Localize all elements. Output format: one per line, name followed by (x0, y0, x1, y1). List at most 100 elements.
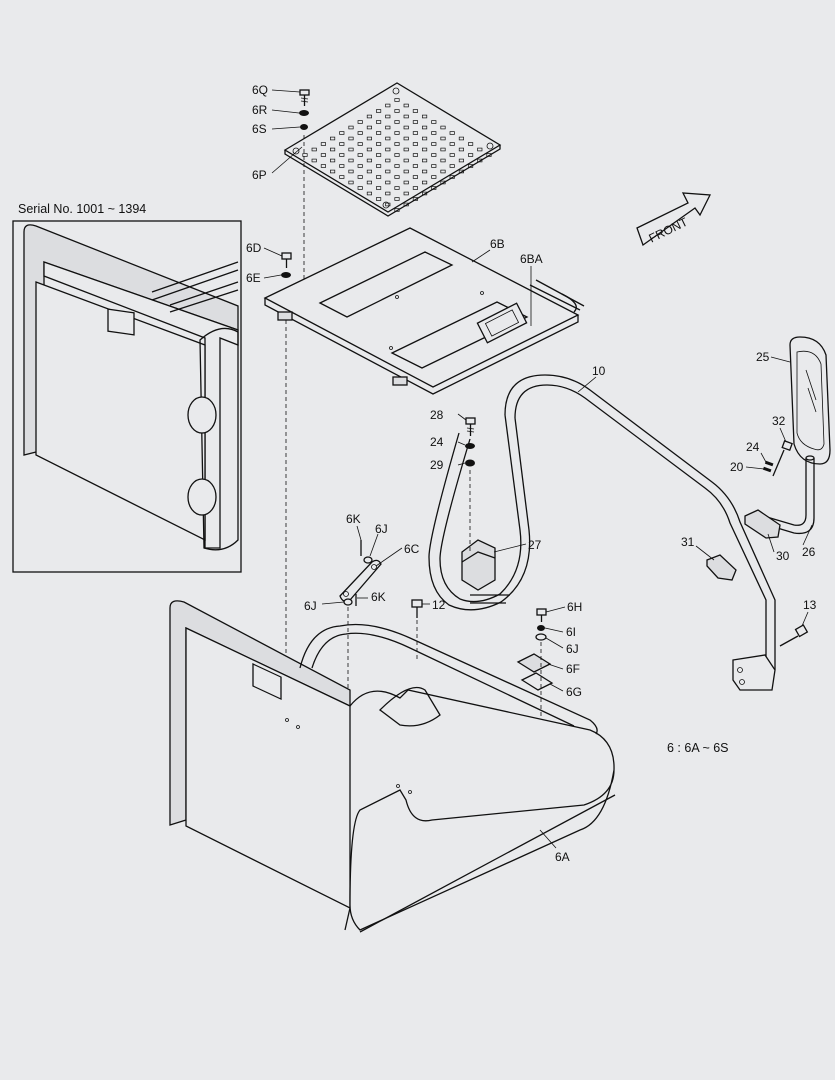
bolt-28 (465, 417, 476, 436)
plate-perforation (440, 125, 446, 130)
callout-13: 13 (803, 598, 817, 612)
callout-28: 28 (430, 408, 444, 422)
plate-perforation (403, 103, 409, 108)
plate-perforation (422, 158, 428, 163)
callout-6BA: 6BA (520, 252, 543, 266)
plate-perforation (357, 164, 363, 168)
bolt-6Q (299, 89, 310, 106)
link-6C (339, 559, 382, 602)
callout-6A: 6A (555, 850, 570, 864)
washer-6J-bottom (343, 598, 353, 606)
bolt-13 (779, 624, 809, 647)
plate-perforation (403, 202, 409, 207)
plate-perforation (449, 164, 455, 168)
plate-perforation (376, 197, 382, 201)
plate-perforation (376, 131, 382, 135)
plate-perforation (376, 164, 382, 168)
callout-6Q: 6Q (252, 83, 268, 97)
cover-plate-6B (263, 227, 585, 395)
callout-6Jc: 6J (566, 642, 579, 656)
plate-perforation (366, 169, 372, 174)
plate-perforation (394, 197, 400, 201)
plate-perforation (339, 142, 345, 146)
plate-perforation (348, 169, 354, 174)
plate-perforation (458, 147, 464, 152)
plate-perforation (468, 142, 474, 146)
plate-perforation (311, 158, 317, 163)
callout-25: 25 (756, 350, 770, 364)
callout-6G: 6G (566, 685, 582, 699)
plate-perforation (394, 153, 400, 157)
mirror-25 (789, 336, 831, 465)
callout-6E: 6E (246, 271, 261, 285)
callout-6P: 6P (252, 168, 267, 182)
plate-perforation (376, 175, 382, 179)
callout-6J: 6J (375, 522, 388, 536)
plate-perforation (431, 175, 437, 179)
inset-caption: Serial No. 1001 ~ 1394 (18, 202, 146, 216)
plate-perforation (431, 142, 437, 146)
plate-perforation (385, 103, 391, 108)
plate-perforation (330, 169, 336, 174)
plate-perforation (477, 158, 483, 163)
plate-perforation (357, 120, 363, 124)
plate-perforation (440, 158, 446, 163)
plate-perforation (412, 164, 418, 168)
washer-29 (465, 459, 475, 467)
plate-perforation (449, 153, 455, 157)
plate-6F (516, 653, 552, 673)
bolt-32 (772, 440, 793, 477)
callout-6K: 6K (346, 512, 361, 526)
grab-handle-10 (428, 374, 776, 691)
plate-perforation (385, 180, 391, 185)
plate-perforation (403, 191, 409, 196)
plate-perforation (458, 169, 464, 174)
plate-perforation (394, 109, 400, 113)
callout-6R: 6R (252, 103, 268, 117)
plate-perforation (385, 169, 391, 174)
plate-perforation (412, 142, 418, 146)
washer-24 (465, 443, 475, 449)
plate-perforation (458, 158, 464, 163)
callout-6Jb: 6J (304, 599, 317, 613)
plate-perforation (376, 109, 382, 113)
bracket-27 (461, 539, 496, 591)
plate-perforation (366, 136, 372, 141)
plate-perforation (330, 136, 336, 141)
plate-perforation (431, 120, 437, 124)
callout-29: 29 (430, 458, 444, 472)
plate-perforation (330, 147, 336, 152)
plate-perforation (320, 164, 326, 168)
plate-perforation (320, 153, 326, 157)
plate-perforation (302, 153, 308, 157)
callout-12: 12 (432, 598, 446, 612)
plate-perforation (357, 175, 363, 179)
plate-perforation (394, 208, 400, 212)
washer-6I (537, 625, 545, 631)
callout-30: 30 (776, 549, 790, 563)
front-direction-arrow: FRONT (636, 192, 712, 247)
plate-perforation (394, 142, 400, 146)
bolt-6H (536, 608, 547, 622)
plate-perforation (348, 158, 354, 163)
callout-6I: 6I (566, 625, 576, 639)
plate-perforation (440, 180, 446, 185)
callout-6B: 6B (490, 237, 505, 251)
callout-20: 20 (730, 460, 744, 474)
callout-24a: 24 (430, 435, 444, 449)
plate-perforation (376, 153, 382, 157)
washer-20 (762, 466, 772, 473)
plate-perforation (366, 191, 372, 196)
serial-inset: Serial No. 1001 ~ 1394 (12, 202, 242, 573)
plate-perforation (440, 169, 446, 174)
washer-6J-right (535, 633, 547, 641)
plate-perforation (440, 147, 446, 152)
callout-10: 10 (592, 364, 606, 378)
plate-perforation (339, 131, 345, 135)
group-note: 6 : 6A ~ 6S (667, 741, 729, 755)
plate-perforation (394, 164, 400, 168)
plate-perforation (366, 180, 372, 185)
plate-perforation (339, 164, 345, 168)
clamp-31 (706, 554, 737, 581)
plate-perforation (357, 186, 363, 190)
